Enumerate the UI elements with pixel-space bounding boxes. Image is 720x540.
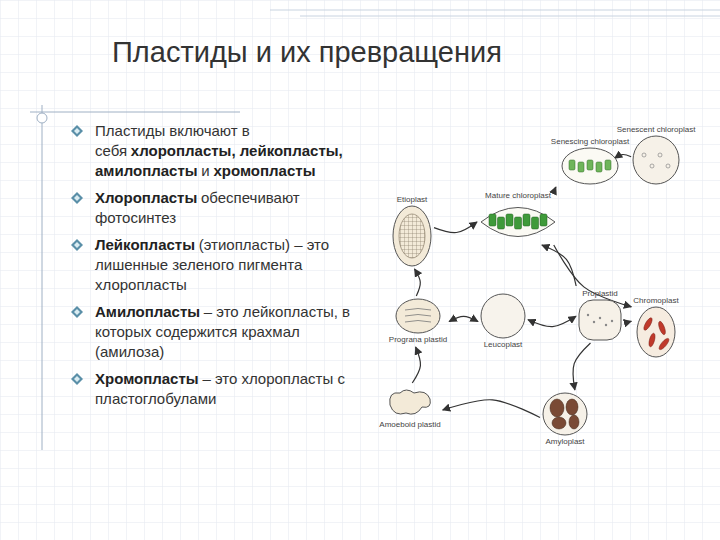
bullet-text: и <box>201 162 209 179</box>
plastid-node: Prograna plastid <box>389 298 447 345</box>
bullet-diamond <box>71 306 83 318</box>
plastid-drawing <box>561 147 619 185</box>
plastid-drawing <box>636 306 676 358</box>
plastid-node: Etioplast <box>392 194 432 267</box>
bullet-item: Амилопласты– это лейкопласты, в которых … <box>95 302 370 362</box>
bullet-diamond <box>71 239 83 251</box>
term: Лейкопласты <box>95 236 195 253</box>
conversion-arrow <box>449 316 478 321</box>
plastid-node: Senescing chloroplast <box>551 136 629 185</box>
plastid-label: Proplastid <box>582 288 618 299</box>
conversion-arrow <box>434 222 477 233</box>
deco-line <box>30 112 240 113</box>
plastid-node: Proplastid <box>578 288 622 341</box>
conversion-arrow <box>528 316 576 326</box>
plastid-label: Etioplast <box>397 194 428 205</box>
plastid-drawing <box>578 299 622 341</box>
deco-line <box>300 16 720 17</box>
term: Амилопласты <box>95 303 200 320</box>
bullet-diamond <box>71 192 83 204</box>
slide-title: Пластиды и их превращения <box>112 36 502 69</box>
plastid-label: Amoeboid plastid <box>379 419 440 430</box>
plastid-node: Leucoplast <box>480 293 526 350</box>
term: Хлоропласты <box>95 189 197 206</box>
bullet-item: Хромопласты– это хлоропласты с пластогло… <box>95 369 370 409</box>
conversion-arrow <box>555 187 556 188</box>
conversion-arrow <box>412 347 420 383</box>
deco-circle <box>37 113 47 123</box>
bullet-item: Хлоропластыобеспечивают фотосинтез <box>95 188 370 228</box>
bullet-diamond <box>71 373 83 385</box>
plastid-drawing <box>392 205 432 267</box>
conversion-arrow <box>443 400 540 418</box>
plastid-label: Prograna plastid <box>389 334 447 345</box>
plastid-drawing <box>395 298 441 334</box>
plastid-label: Mature chloroplast <box>485 190 551 201</box>
plastid-label: Chromoplast <box>633 295 678 306</box>
bullet-item: Пластиды включают в себяхлоропласты, лей… <box>95 121 370 181</box>
conversion-arrow <box>615 155 632 159</box>
deco-line <box>270 10 720 11</box>
plastid-drawing <box>386 385 434 419</box>
plastid-label: Senescing chloroplast <box>551 136 629 147</box>
term: Хромопласты <box>95 370 199 387</box>
conversion-arrow <box>624 320 631 322</box>
term: хромопласты <box>213 162 315 179</box>
plastid-node: Amoeboid plastid <box>379 385 440 430</box>
plastid-drawing <box>632 135 680 185</box>
plastid-label: Senescent chloroplast <box>617 124 696 135</box>
plastid-node: Mature chloroplast <box>479 190 557 243</box>
plastid-drawing <box>542 392 588 436</box>
plastid-drawing <box>480 293 526 339</box>
conversion-arrow <box>542 245 576 286</box>
bullet-item: Лейкопласты(этиопласты) – это лишенные з… <box>95 235 370 295</box>
conversion-arrow <box>554 245 632 307</box>
plastid-node: Amyloplast <box>542 392 588 447</box>
conversion-arrow <box>573 343 590 390</box>
deco-line <box>42 105 43 450</box>
plastid-label: Amyloplast <box>545 436 584 447</box>
plastid-drawing <box>479 201 557 243</box>
plastid-label: Leucoplast <box>484 339 523 350</box>
bullet-diamond <box>71 125 83 137</box>
conversion-arrow <box>415 269 421 296</box>
plastid-node: Chromoplast <box>633 295 678 358</box>
bullet-list: Пластиды включают в себяхлоропласты, лей… <box>95 121 370 416</box>
plastid-node: Senescent chloroplast <box>617 124 696 185</box>
